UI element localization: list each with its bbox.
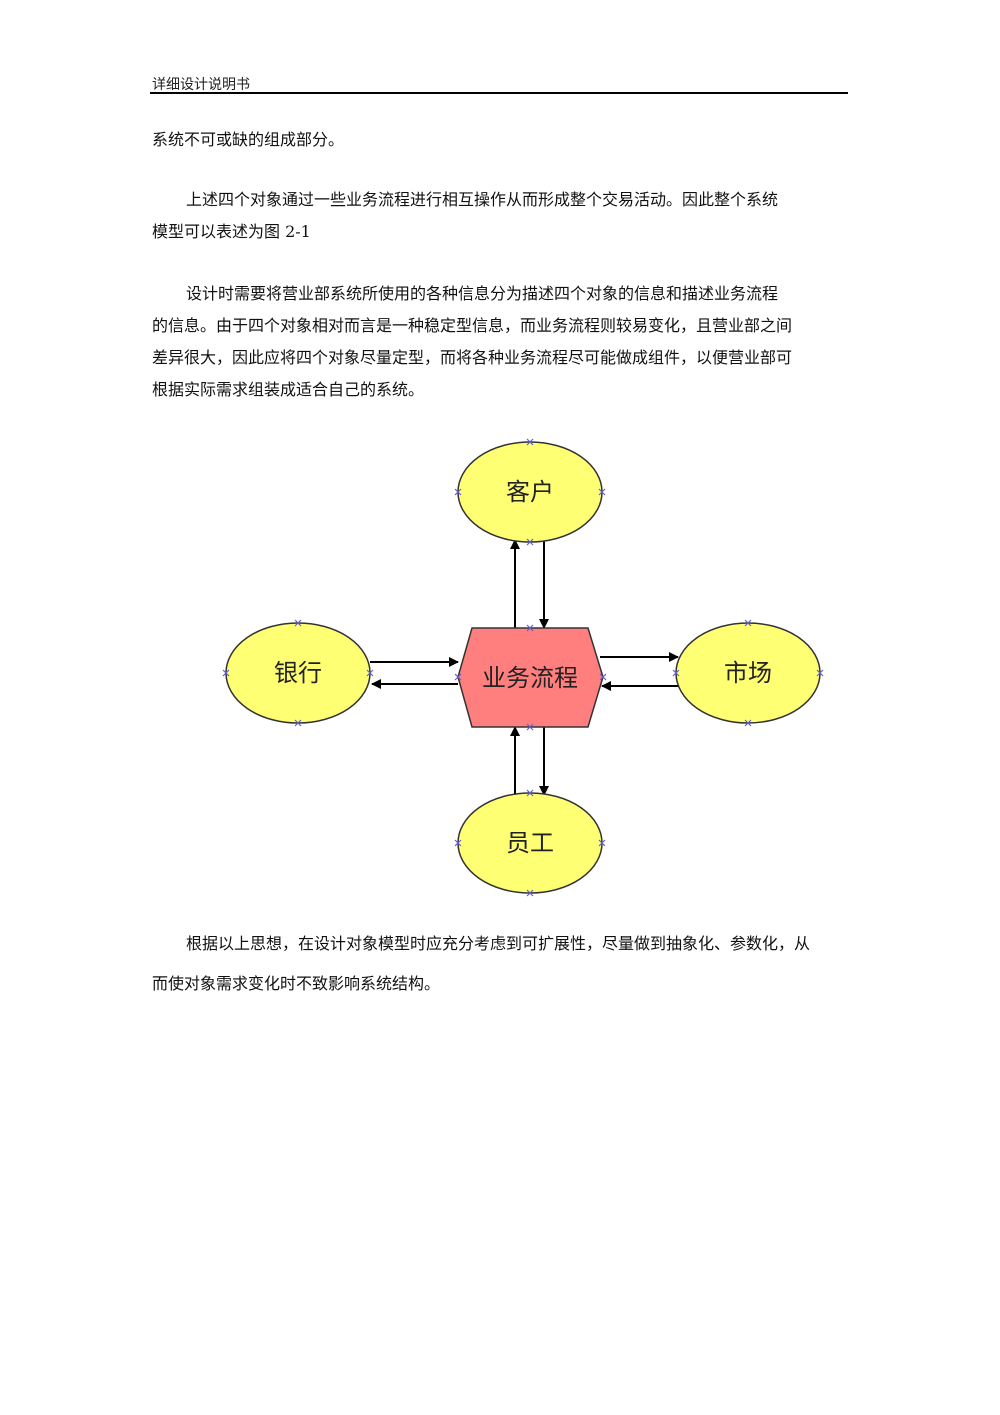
text-line: 而使对象需求变化时不致影响系统结构。 xyxy=(152,974,441,993)
node-business-process: 业务流程 xyxy=(457,627,604,728)
node-staff: 员工 xyxy=(457,792,603,894)
text-line: 模型可以表述为图 2-1 xyxy=(152,222,311,241)
text-line: 差异很大，因此应将四个对象尽量定型，而将各种业务流程尽可能做成组件，以便营业部可 xyxy=(152,348,793,367)
selection-handle xyxy=(366,669,374,677)
selection-handle xyxy=(454,673,462,681)
selection-handle xyxy=(526,789,534,797)
node-customer-label: 客户 xyxy=(506,478,554,506)
text-line: 上述四个对象通过一些业务流程进行相互操作从而形成整个交易活动。因此整个系统 xyxy=(186,190,779,209)
node-market-label: 市场 xyxy=(724,659,772,687)
text-line: 系统不可或缺的组成部分。 xyxy=(152,130,345,149)
text-line: 的信息。由于四个对象相对而言是一种稳定型信息，而业务流程则较易变化，且营业部之间 xyxy=(152,316,793,335)
selection-handle xyxy=(744,619,752,627)
node-bank-label: 银行 xyxy=(274,659,322,687)
text-line: 设计时需要将营业部系统所使用的各种信息分为描述四个对象的信息和描述业务流程 xyxy=(186,284,779,303)
node-business-process-label: 业务流程 xyxy=(482,664,578,692)
selection-handle xyxy=(294,719,302,727)
paragraph-conclusion: 根据以上思想，在设计对象模型时应充分考虑到可扩展性，尽量做到抽象化、参数化，从 … xyxy=(152,928,850,1008)
document-header-title: 详细设计说明书 xyxy=(152,77,250,93)
selection-handle xyxy=(222,669,230,677)
selection-handle xyxy=(744,719,752,727)
selection-handle xyxy=(526,723,534,731)
header-rule xyxy=(150,92,848,94)
selection-handle xyxy=(598,839,606,847)
paragraph-intro-end: 系统不可或缺的组成部分。 xyxy=(152,124,850,156)
text-line: 根据实际需求组装成适合自己的系统。 xyxy=(152,380,425,399)
selection-handle xyxy=(454,839,462,847)
selection-handle xyxy=(526,438,534,446)
selection-handle xyxy=(598,488,606,496)
text-line: 根据以上思想，在设计对象模型时应充分考虑到可扩展性，尽量做到抽象化、参数化，从 xyxy=(186,934,811,953)
node-bank: 银行 xyxy=(225,622,371,724)
paragraph-design-info: 设计时需要将营业部系统所使用的各种信息分为描述四个对象的信息和描述业务流程 的信… xyxy=(152,278,850,406)
selection-handle xyxy=(599,673,607,681)
selection-handle xyxy=(672,669,680,677)
paragraph-model-description: 上述四个对象通过一些业务流程进行相互操作从而形成整个交易活动。因此整个系统 模型… xyxy=(152,184,850,248)
selection-handles xyxy=(222,438,824,897)
selection-handle xyxy=(526,889,534,897)
selection-handle xyxy=(526,538,534,546)
node-market: 市场 xyxy=(675,622,821,724)
node-staff-label: 员工 xyxy=(506,829,554,857)
selection-handle xyxy=(294,619,302,627)
node-customer: 客户 xyxy=(457,441,603,543)
selection-handle xyxy=(816,669,824,677)
selection-handle xyxy=(526,624,534,632)
selection-handle xyxy=(454,488,462,496)
